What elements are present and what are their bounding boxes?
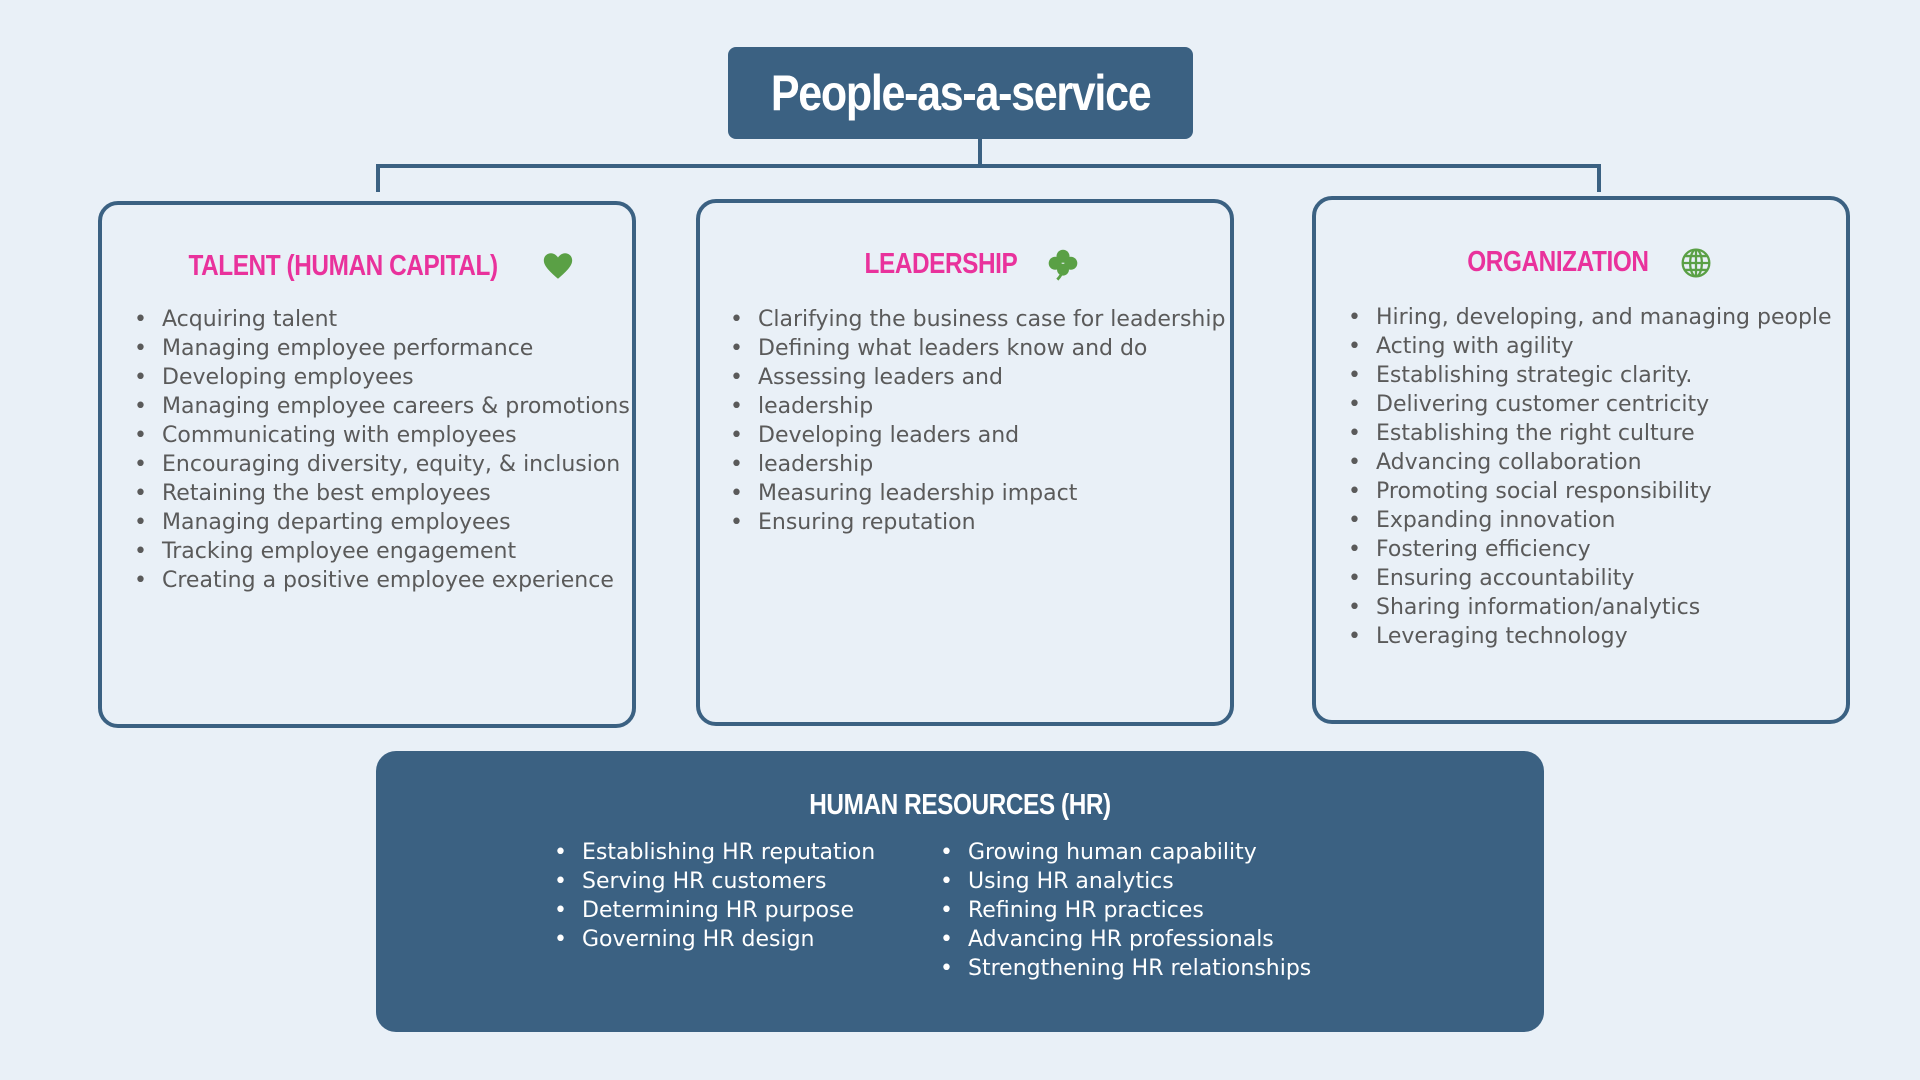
list-item: Establishing HR reputation [554, 838, 875, 867]
list-item: Retaining the best employees [134, 479, 632, 508]
hr-panel: HUMAN RESOURCES (HR) Establishing HR rep… [376, 751, 1544, 1032]
list-item: Delivering customer centricity [1348, 390, 1854, 419]
list-item: Managing departing employees [134, 508, 632, 537]
list-item: Leveraging technology [1348, 622, 1854, 651]
list-item: Ensuring accountability [1348, 564, 1854, 593]
list-item: Determining HR purpose [554, 896, 875, 925]
list-item: Using HR analytics [940, 867, 1311, 896]
card-leadership: LEADERSHIP Clarifying the business case … [696, 199, 1234, 726]
list-item: Establishing the right culture [1348, 419, 1854, 448]
card-talent: TALENT (HUMAN CAPITAL) Acquiring talent … [98, 201, 636, 728]
card-organization: ORGANIZATION Hiring, developing, and man… [1312, 196, 1850, 724]
hr-left-list: Establishing HR reputation Serving HR cu… [554, 838, 875, 954]
list-item: Measuring leadership impact [730, 479, 1232, 508]
list-item: Fostering efficiency [1348, 535, 1854, 564]
list-item: Acquiring talent [134, 305, 632, 334]
list-item: Promoting social responsibility [1348, 477, 1854, 506]
root-node: People-as-a-service [728, 47, 1193, 139]
list-item: Defining what leaders know and do [730, 334, 1232, 363]
list-item: Sharing information/analytics [1348, 593, 1854, 622]
list-item: Hiring, developing, and managing people [1348, 303, 1854, 332]
card-title: ORGANIZATION [1467, 246, 1649, 278]
list-item: Serving HR customers [554, 867, 875, 896]
hr-right-list: Growing human capability Using HR analyt… [940, 838, 1311, 983]
list-item: Managing employee careers & promotions [134, 392, 632, 421]
card-header: LEADERSHIP [700, 247, 1230, 281]
list-item: Governing HR design [554, 925, 875, 954]
hr-title: HUMAN RESOURCES (HR) [809, 789, 1111, 821]
list-item: leadership [730, 392, 1232, 421]
list-item: Encouraging diversity, equity, & inclusi… [134, 450, 632, 479]
list-item: Growing human capability [940, 838, 1311, 867]
card-title: LEADERSHIP [864, 247, 1018, 280]
list-item: Ensuring reputation [730, 508, 1232, 537]
list-item: Tracking employee engagement [134, 537, 632, 566]
globe-icon [1681, 248, 1711, 277]
list-item: Establishing strategic clarity. [1348, 361, 1854, 390]
list-item: Acting with agility [1348, 332, 1854, 361]
list-item: Advancing collaboration [1348, 448, 1854, 477]
list-item: Refining HR practices [940, 896, 1311, 925]
list-item: Expanding innovation [1348, 506, 1854, 535]
page-title: People-as-a-service [770, 65, 1152, 121]
list-item: Communicating with employees [134, 421, 632, 450]
card-header: TALENT (HUMAN CAPITAL) [102, 249, 632, 283]
organization-list: Hiring, developing, and managing people … [1348, 303, 1854, 651]
list-item: Managing employee performance [134, 334, 632, 363]
leadership-list: Clarifying the business case for leaders… [730, 305, 1232, 537]
list-item: Creating a positive employee experience [134, 566, 632, 595]
card-title: TALENT (HUMAN CAPITAL) [188, 249, 498, 282]
list-item: Developing leaders and [730, 421, 1232, 450]
card-header: ORGANIZATION [1316, 246, 1846, 279]
heart-icon [543, 253, 573, 279]
clover-icon [1048, 249, 1078, 281]
list-item: Assessing leaders and [730, 363, 1232, 392]
talent-list: Acquiring talent Managing employee perfo… [134, 305, 632, 595]
list-item: Strengthening HR relationships [940, 954, 1311, 983]
list-item: Clarifying the business case for leaders… [730, 305, 1232, 334]
list-item: Developing employees [134, 363, 632, 392]
list-item: Advancing HR professionals [940, 925, 1311, 954]
list-item: leadership [730, 450, 1232, 479]
